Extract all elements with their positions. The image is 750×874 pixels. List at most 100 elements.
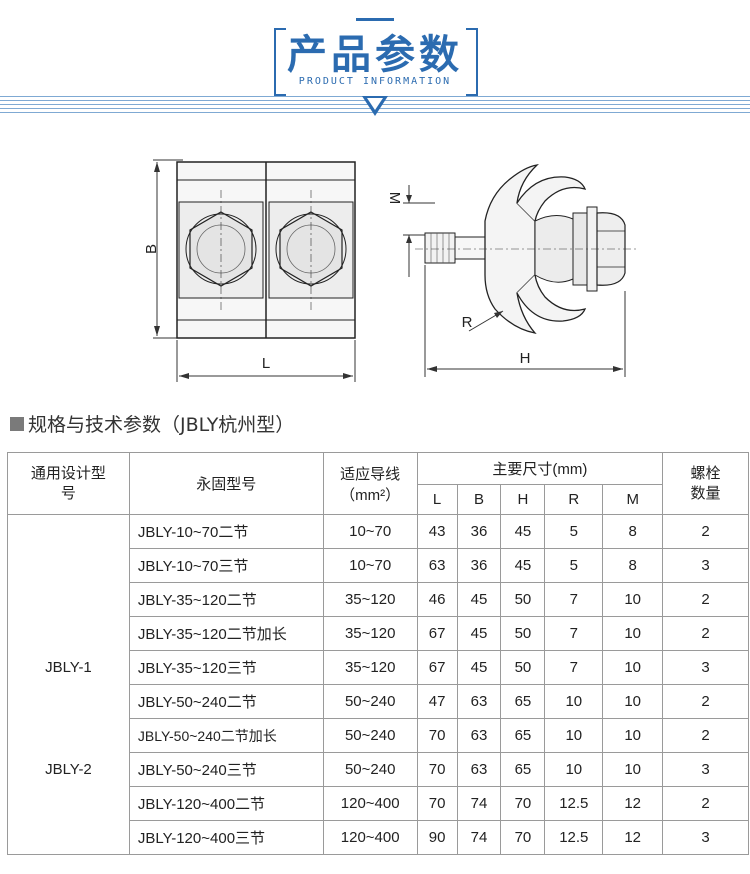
h-cell: 70 xyxy=(500,820,546,855)
dimension-label-h: H xyxy=(520,350,531,367)
l-cell: 67 xyxy=(416,650,458,685)
dimension-label-b: B xyxy=(143,244,160,254)
group-cell xyxy=(7,786,130,821)
header-wire: 适应导线 （mm²） xyxy=(322,452,418,515)
b-cell: 36 xyxy=(456,514,502,549)
h-cell: 45 xyxy=(500,514,546,549)
table-row: JBLY-120~400三节 120~400 90 74 70 12.5 12 … xyxy=(7,820,749,855)
header-wire-unit: （mm²） xyxy=(340,486,401,504)
l-cell: 70 xyxy=(416,786,458,821)
wire-cell: 120~400 xyxy=(322,820,418,855)
bolts-cell: 2 xyxy=(662,582,749,617)
wire-cell: 50~240 xyxy=(322,684,418,719)
header-r: R xyxy=(544,484,604,515)
b-cell: 74 xyxy=(456,786,502,821)
h-cell: 65 xyxy=(500,718,546,753)
l-cell: 70 xyxy=(416,718,458,753)
table-row: JBLY-10~70三节 10~70 63 36 45 5 8 3 xyxy=(7,548,749,583)
dimension-label-l: L xyxy=(262,355,270,372)
wire-cell: 10~70 xyxy=(322,514,418,549)
h-cell: 70 xyxy=(500,786,546,821)
b-cell: 45 xyxy=(456,582,502,617)
b-cell: 63 xyxy=(456,718,502,753)
bolts-cell: 3 xyxy=(662,650,749,685)
h-cell: 50 xyxy=(500,616,546,651)
group-cell: JBLY-1 xyxy=(7,650,130,685)
r-cell: 12.5 xyxy=(544,820,604,855)
model-cell: JBLY-50~240二节加长 xyxy=(128,718,324,753)
group-cell xyxy=(7,514,130,549)
r-cell: 12.5 xyxy=(544,786,604,821)
side-view-drawing: M R H xyxy=(386,164,637,377)
r-cell: 10 xyxy=(544,684,604,719)
group-cell xyxy=(7,548,130,583)
m-cell: 10 xyxy=(602,650,664,685)
header-l: L xyxy=(416,484,458,515)
table-row: JBLY-50~240二节 50~240 47 63 65 10 10 2 xyxy=(7,684,749,719)
bolts-cell: 3 xyxy=(662,752,749,787)
group-cell: JBLY-2 xyxy=(7,752,130,787)
wire-cell: 10~70 xyxy=(322,548,418,583)
group-cell xyxy=(7,582,130,617)
h-cell: 65 xyxy=(500,684,546,719)
table-row: JBLY-120~400二节 120~400 70 74 70 12.5 12 … xyxy=(7,786,749,821)
header-bolts: 螺栓数量 xyxy=(662,452,749,515)
m-cell: 10 xyxy=(602,616,664,651)
r-cell: 10 xyxy=(544,718,604,753)
bolts-cell: 2 xyxy=(662,786,749,821)
b-cell: 45 xyxy=(456,616,502,651)
section-title: 规格与技术参数（JBLY杭州型） xyxy=(10,410,294,437)
wire-cell: 35~120 xyxy=(322,616,418,651)
bolts-cell: 3 xyxy=(662,820,749,855)
model-cell: JBLY-120~400二节 xyxy=(128,786,324,821)
m-cell: 12 xyxy=(602,820,664,855)
l-cell: 63 xyxy=(416,548,458,583)
section-bullet-icon xyxy=(10,416,24,431)
m-cell: 8 xyxy=(602,514,664,549)
table-row: JBLY-2 JBLY-50~240三节 50~240 70 63 65 10 … xyxy=(7,752,749,787)
header-model: 永固型号 xyxy=(128,452,324,515)
group-cell xyxy=(7,820,130,855)
table-row: JBLY-50~240二节加长 50~240 70 63 65 10 10 2 xyxy=(7,718,749,753)
dimension-label-m: M xyxy=(386,192,403,205)
wire-cell: 35~120 xyxy=(322,650,418,685)
b-cell: 45 xyxy=(456,650,502,685)
m-cell: 10 xyxy=(602,718,664,753)
table-row: JBLY-1 JBLY-35~120三节 35~120 67 45 50 7 1… xyxy=(7,650,749,685)
group-cell xyxy=(7,616,130,651)
h-cell: 45 xyxy=(500,548,546,583)
bolts-cell: 2 xyxy=(662,684,749,719)
wire-cell: 35~120 xyxy=(322,582,418,617)
page-header: 产品参数 PRODUCT INFORMATION xyxy=(0,0,750,125)
header-left-bracket xyxy=(274,28,286,96)
table-row: JBLY-35~120二节加长 35~120 67 45 50 7 10 2 xyxy=(7,616,749,651)
r-cell: 5 xyxy=(544,548,604,583)
r-cell: 7 xyxy=(544,650,604,685)
dimension-label-r: R xyxy=(462,314,473,331)
spec-table: 通用设计型号 永固型号 适应导线 （mm²） 主要尺寸(mm) 螺栓数量 L B… xyxy=(7,452,749,855)
header-accent-bar xyxy=(356,18,394,21)
model-cell: JBLY-35~120二节 xyxy=(128,582,324,617)
header-h: H xyxy=(500,484,546,515)
h-cell: 50 xyxy=(500,582,546,617)
wire-cell: 50~240 xyxy=(322,718,418,753)
model-cell: JBLY-50~240三节 xyxy=(128,752,324,787)
m-cell: 10 xyxy=(602,684,664,719)
l-cell: 67 xyxy=(416,616,458,651)
m-cell: 10 xyxy=(602,582,664,617)
b-cell: 74 xyxy=(456,820,502,855)
table-row: JBLY-10~70二节 10~70 43 36 45 5 8 2 xyxy=(7,514,749,549)
bolts-cell: 2 xyxy=(662,718,749,753)
header-general-model: 通用设计型号 xyxy=(7,452,130,515)
page-subtitle: PRODUCT INFORMATION xyxy=(298,76,452,87)
page-title: 产品参数 xyxy=(287,32,463,78)
l-cell: 90 xyxy=(416,820,458,855)
table-subheader-row: L B H R M xyxy=(8,484,749,515)
b-cell: 63 xyxy=(456,752,502,787)
r-cell: 10 xyxy=(544,752,604,787)
m-cell: 8 xyxy=(602,548,664,583)
group-cell xyxy=(7,684,130,719)
model-cell: JBLY-10~70三节 xyxy=(128,548,324,583)
r-cell: 7 xyxy=(544,616,604,651)
group-cell xyxy=(7,718,130,753)
